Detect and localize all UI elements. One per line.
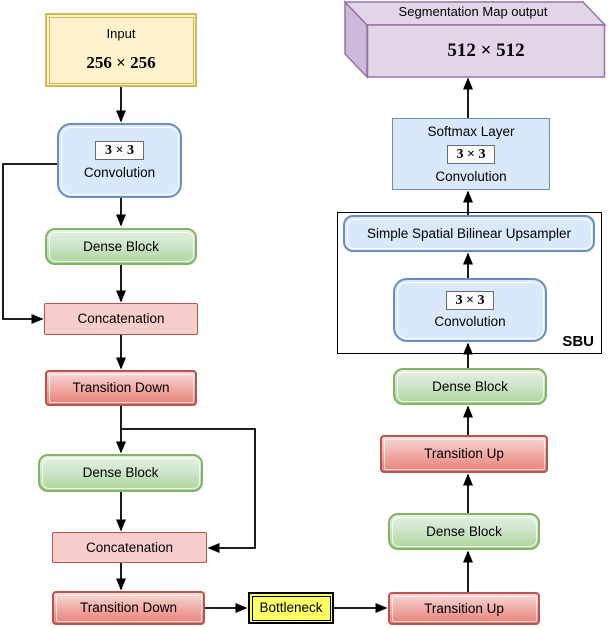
initial-conv-node: 3 × 3 Convolution bbox=[57, 123, 182, 198]
output-size: 512 × 512 bbox=[447, 40, 525, 61]
transition-down-1-node: Transition Down bbox=[45, 370, 197, 406]
dense-block-1-label: Dense Block bbox=[83, 238, 159, 254]
sbu-conv-node: 3 × 3 Convolution bbox=[393, 278, 547, 342]
output-title: Segmentation Map output bbox=[398, 4, 548, 19]
concatenation-2-label: Concatenation bbox=[85, 539, 174, 555]
softmax-conv-label: Convolution bbox=[435, 168, 507, 184]
input-node: Input 256 × 256 bbox=[45, 13, 197, 87]
sbu-conv-kernel-badge: 3 × 3 bbox=[445, 290, 495, 310]
concatenation-1-label: Concatenation bbox=[77, 311, 165, 327]
sbu-upsampler-label: Simple Spatial Bilinear Upsampler bbox=[366, 225, 572, 241]
input-size-label: 256 × 256 bbox=[86, 52, 156, 72]
transition-up-1-node: Transition Up bbox=[388, 592, 540, 625]
softmax-title: Softmax Layer bbox=[427, 123, 515, 139]
dense-block-3-node: Dense Block bbox=[388, 513, 540, 550]
initial-conv-kernel-badge: 3 × 3 bbox=[95, 140, 144, 160]
initial-conv-label: Convolution bbox=[83, 164, 156, 180]
dense-block-4-node: Dense Block bbox=[393, 368, 547, 405]
transition-down-2-label: Transition Down bbox=[79, 600, 178, 616]
softmax-node: Softmax Layer 3 × 3 Convolution bbox=[392, 118, 550, 190]
sbu-upsampler-node: Simple Spatial Bilinear Upsampler bbox=[343, 215, 595, 252]
bottleneck-node: Bottleneck bbox=[248, 592, 334, 624]
bottleneck-label: Bottleneck bbox=[259, 600, 323, 616]
dense-block-3-label: Dense Block bbox=[426, 523, 502, 539]
transition-up-2-label: Transition Up bbox=[424, 446, 504, 462]
sbu-tag-label: SBU bbox=[562, 333, 594, 350]
transition-up-2-node: Transition Up bbox=[380, 435, 548, 473]
dense-block-2-node: Dense Block bbox=[38, 454, 203, 492]
dense-block-4-label: Dense Block bbox=[432, 378, 508, 394]
dense-block-1-node: Dense Block bbox=[45, 228, 197, 265]
concatenation-1-node: Concatenation bbox=[44, 303, 198, 335]
transition-up-1-label: Transition Up bbox=[424, 600, 504, 616]
concatenation-2-node: Concatenation bbox=[52, 532, 207, 563]
transition-down-2-node: Transition Down bbox=[52, 591, 205, 625]
input-label: Input bbox=[106, 26, 136, 42]
transition-down-1-label: Transition Down bbox=[72, 380, 170, 396]
dense-block-2-label: Dense Block bbox=[82, 465, 159, 481]
softmax-kernel-badge: 3 × 3 bbox=[446, 144, 496, 164]
sbu-conv-label: Convolution bbox=[434, 313, 506, 329]
